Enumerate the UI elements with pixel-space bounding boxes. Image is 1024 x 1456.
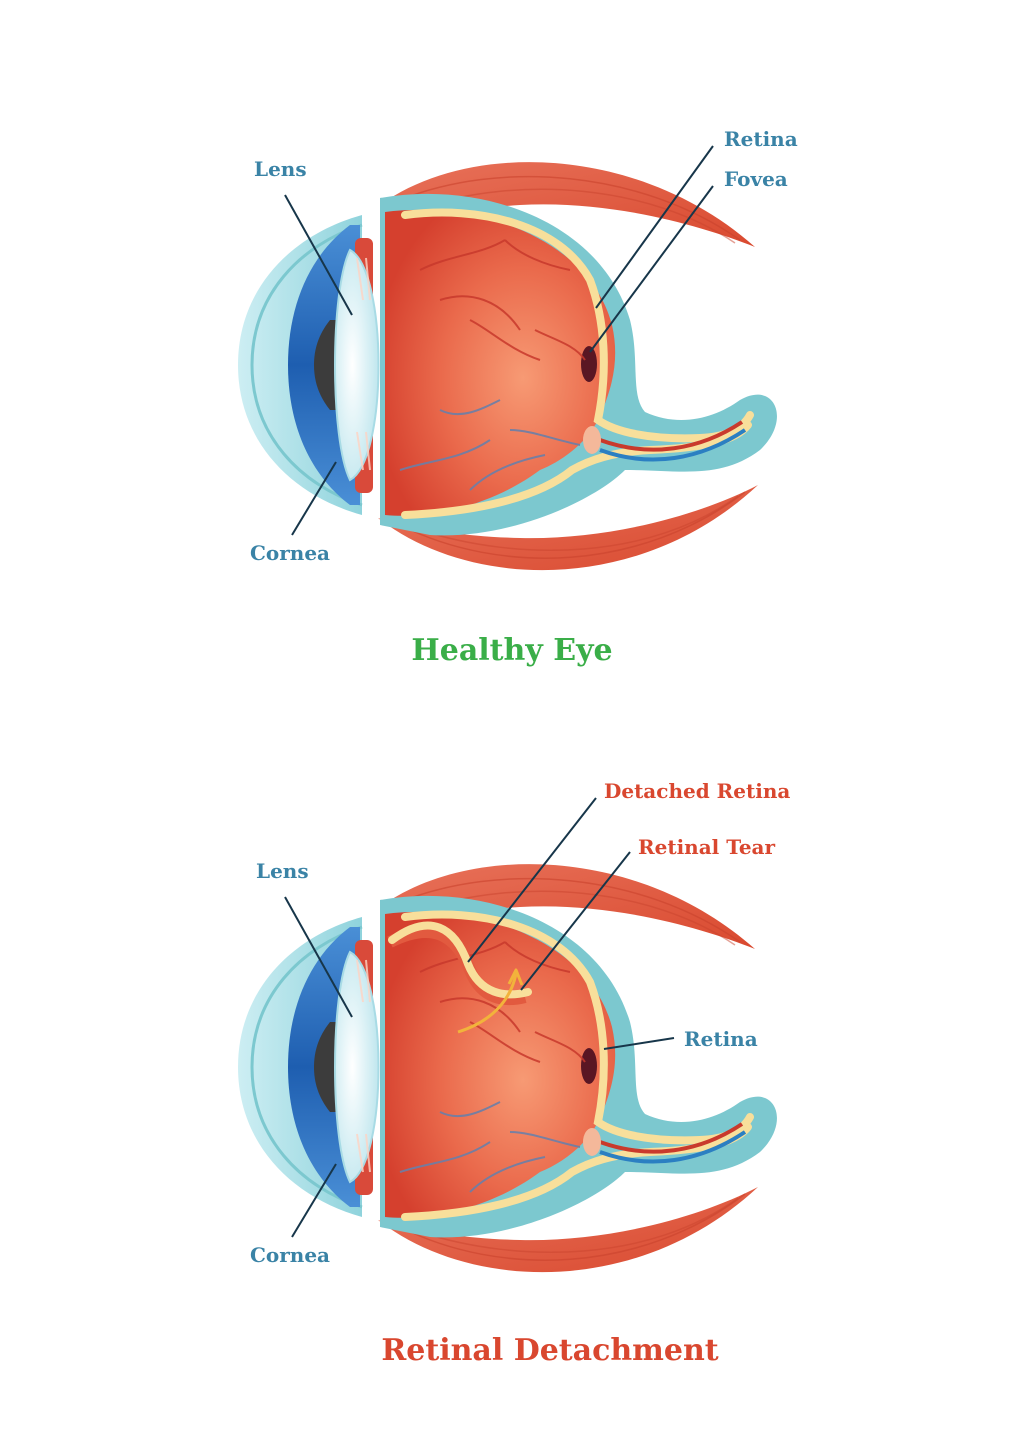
leader-cornea-healthy	[291, 461, 337, 536]
label-retinal-tear: Retinal Tear	[638, 835, 776, 859]
label-cornea-healthy: Cornea	[250, 541, 330, 565]
healthy-eye-illustration	[238, 162, 777, 570]
detached-eye-illustration	[238, 864, 777, 1272]
leader-cornea-detached	[291, 1163, 337, 1238]
label-detached-retina: Detached Retina	[604, 779, 790, 803]
title-retinal-detachment: Retinal Detachment	[381, 1333, 718, 1368]
leader-lens-healthy	[284, 194, 353, 316]
label-lens-healthy: Lens	[254, 157, 307, 181]
leader-retinal-tear	[520, 851, 631, 991]
title-healthy-eye: Healthy Eye	[411, 633, 612, 668]
label-fovea-healthy: Fovea	[724, 167, 788, 191]
leader-fovea-healthy	[589, 185, 714, 353]
label-cornea-detached: Cornea	[250, 1243, 330, 1267]
retinal-tear-arrow-icon	[457, 973, 518, 1034]
label-retina-detached: Retina	[684, 1027, 758, 1051]
leader-retina-healthy	[595, 145, 714, 309]
label-retina-healthy: Retina	[724, 127, 798, 151]
leader-detached-retina	[467, 797, 597, 963]
leader-lens-detached	[284, 896, 353, 1018]
label-lens-detached: Lens	[256, 859, 309, 883]
leader-retina-detached	[603, 1037, 675, 1050]
